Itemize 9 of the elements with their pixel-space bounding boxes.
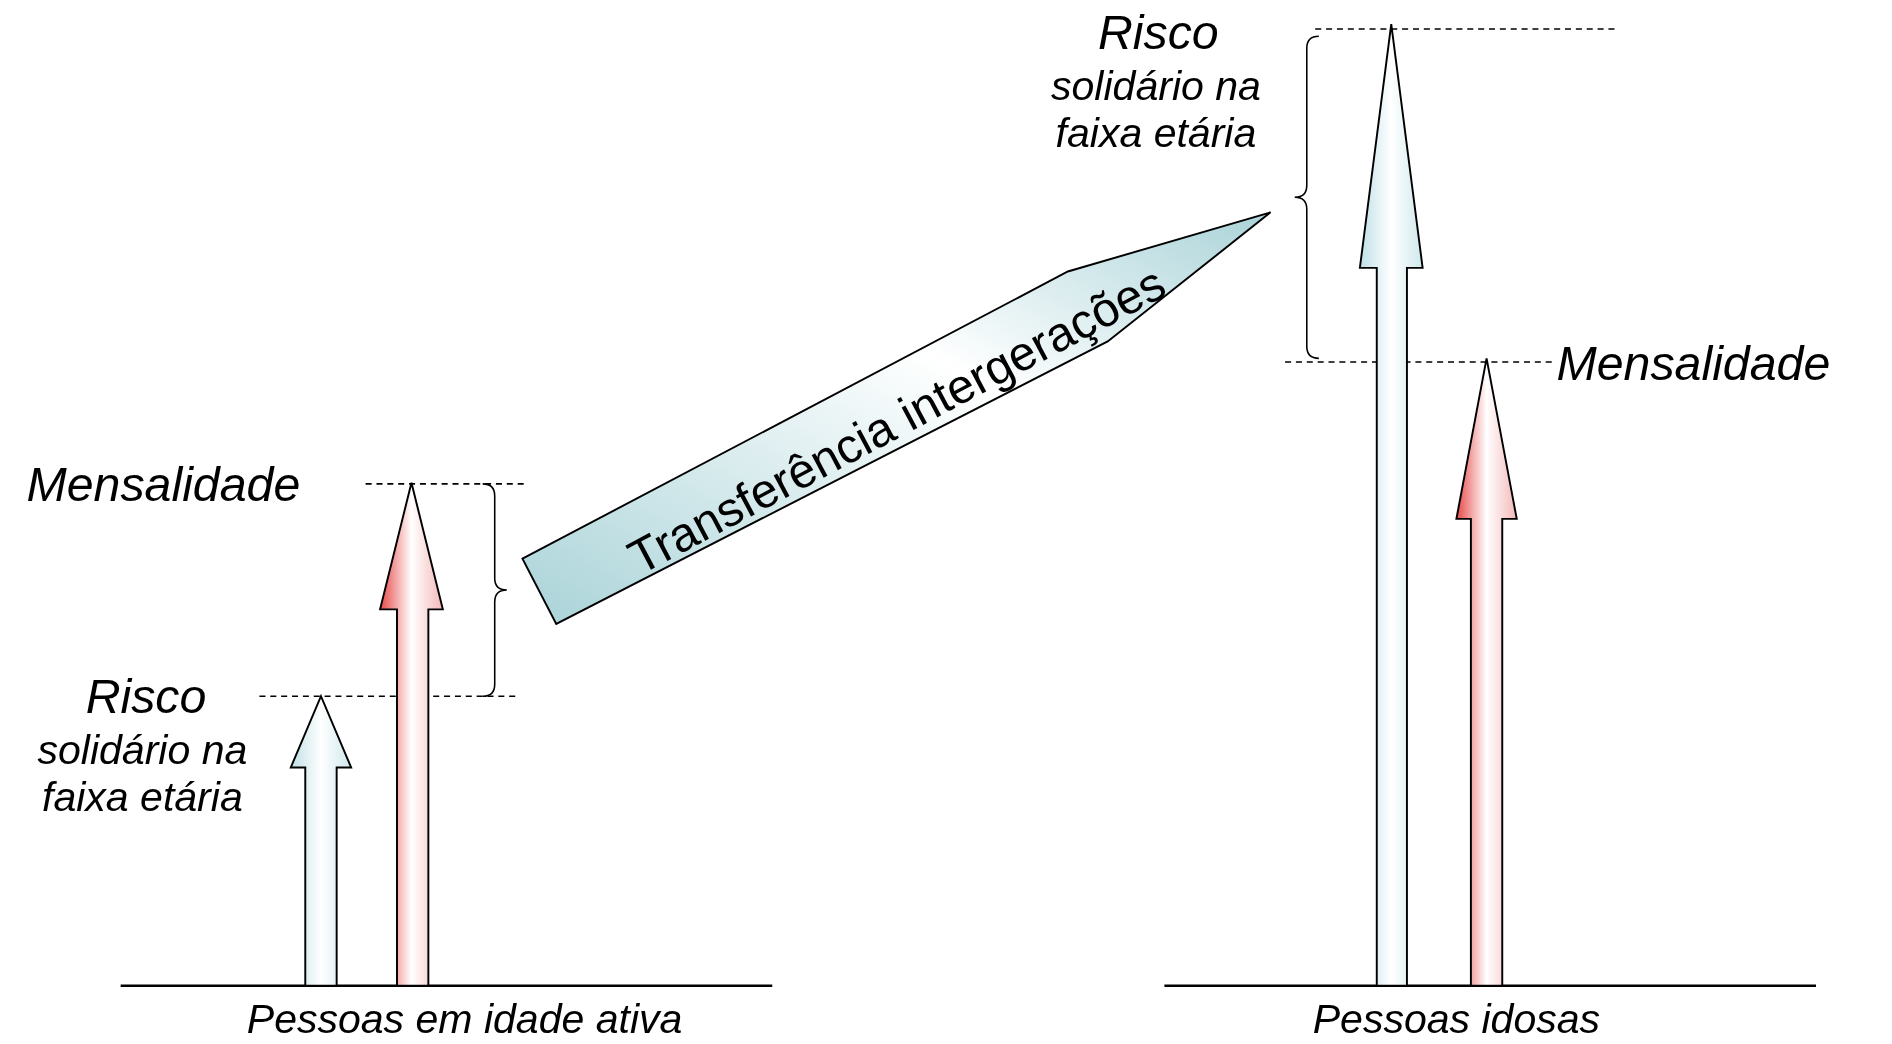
annotation-heading: Risco (85, 668, 207, 724)
annotation-heading: Mensalidade (1556, 335, 1831, 391)
annotation-text: solidário na faixa etária (36, 726, 249, 821)
axis-label: Pessoas idosas (1312, 995, 1601, 1043)
slanted-arrow-shape (522, 212, 1271, 624)
annotation-heading: Mensalidade (26, 456, 301, 512)
axis-label: Pessoas em idade ativa (246, 995, 683, 1043)
annotation-heading: Risco (1098, 5, 1219, 61)
annotation-text: solidário na faixa etária (1050, 62, 1262, 158)
